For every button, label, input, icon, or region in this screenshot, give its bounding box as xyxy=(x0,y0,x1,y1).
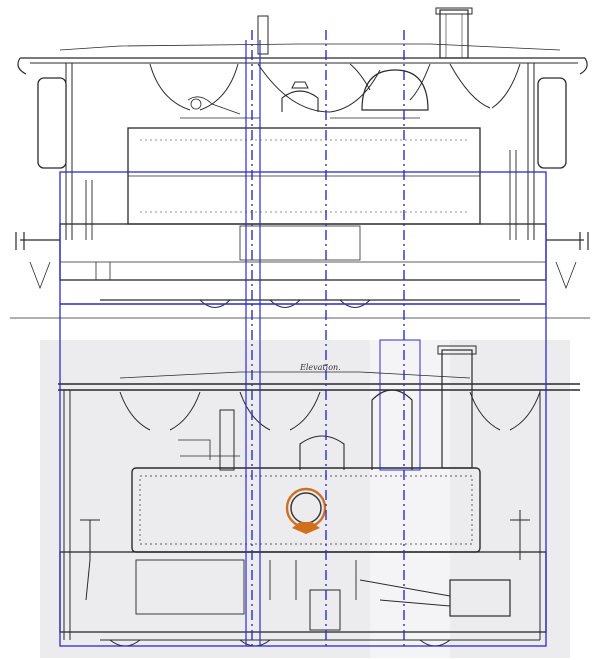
left-buffer xyxy=(15,232,60,250)
lower-alignment-box xyxy=(59,303,547,647)
roof-rail xyxy=(59,43,561,51)
photo-posts xyxy=(63,390,547,640)
arch-4 xyxy=(449,63,521,109)
steam-dome xyxy=(281,90,319,112)
photo-rods xyxy=(359,579,451,607)
wheels xyxy=(199,299,371,308)
photo-side-panel xyxy=(135,559,245,615)
photo-steam-dome xyxy=(299,435,345,470)
photo-chimney-cap xyxy=(437,345,477,355)
photo-right-rod xyxy=(510,510,530,560)
upper-drawing xyxy=(10,7,590,319)
photo-highlight xyxy=(370,340,450,658)
photo-roof-rail xyxy=(119,371,471,379)
left-side-panel xyxy=(37,77,67,169)
corner-posts xyxy=(65,63,535,240)
photo-cylinder xyxy=(449,579,511,617)
side-rods xyxy=(85,150,517,240)
lower-photo: Elevation. xyxy=(40,340,580,658)
boiler-piping xyxy=(180,96,420,119)
dome-top xyxy=(291,81,309,89)
elevation-caption: Elevation. xyxy=(299,363,341,372)
gauge xyxy=(190,98,202,110)
frame-details xyxy=(60,261,546,280)
couplers xyxy=(29,261,577,290)
ring-bow-icon xyxy=(292,522,320,534)
arch-3 xyxy=(349,63,431,101)
photo-arch-1 xyxy=(119,391,201,431)
right-side-panel xyxy=(537,77,567,169)
photo-roof xyxy=(58,383,580,391)
right-buffer xyxy=(546,232,589,250)
tank-rivets xyxy=(140,139,470,213)
photo-pump xyxy=(309,589,341,631)
photo-piping xyxy=(178,439,240,460)
chimney-cap xyxy=(435,7,473,15)
upper-alignment-box xyxy=(59,171,547,305)
photo-background xyxy=(40,340,570,658)
whistle-stack xyxy=(257,15,269,55)
photo-tank-rivets xyxy=(139,475,473,545)
photo-springs xyxy=(269,560,357,600)
photo-left-rod xyxy=(80,519,100,601)
guide-pair-left xyxy=(245,40,261,646)
chimney-detail xyxy=(445,14,463,58)
photo-stack xyxy=(219,409,235,471)
arch-2 xyxy=(257,63,381,113)
roof-end-brackets xyxy=(17,57,588,75)
arch-1 xyxy=(149,63,239,111)
cylinder-box xyxy=(239,225,361,261)
photo-sand-dome xyxy=(371,389,413,470)
alignment-overlay xyxy=(59,30,547,650)
dome-window xyxy=(361,69,429,111)
underframe xyxy=(59,223,547,281)
sand-dome-box xyxy=(379,339,421,471)
chimney xyxy=(439,9,469,59)
